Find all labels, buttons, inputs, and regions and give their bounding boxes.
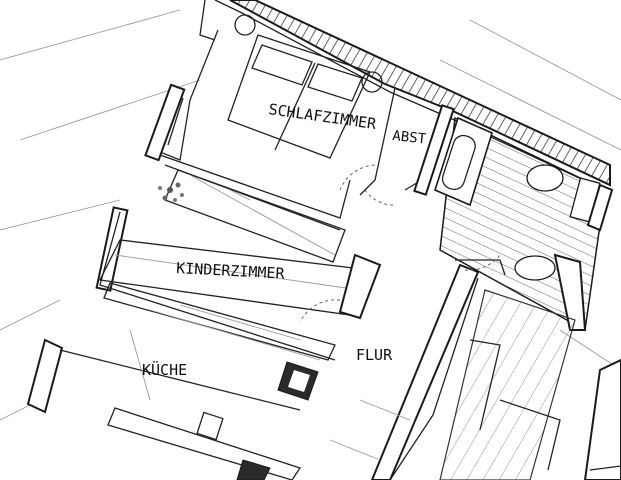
label-kinderzimmer: KINDERZIMMER [176,259,286,283]
abst-room [359,87,455,196]
bathtub [434,116,493,207]
background-sketch [0,9,621,421]
label-kueche: KÜCHE [142,360,187,379]
plant-icon [158,182,184,202]
label-schlafzimmer: SCHLAFZIMMER [267,100,378,133]
double-bed [227,14,383,159]
exterior-wall-top [199,0,611,191]
kinderzimmer-room [95,206,382,361]
label-abst: ABST [392,128,428,147]
label-flur: FLUR [356,346,393,364]
stairwell [439,289,621,480]
flur-area [329,254,501,480]
kueche-room [26,309,321,480]
chimney-shaft [236,361,319,480]
bathroom [434,116,614,332]
